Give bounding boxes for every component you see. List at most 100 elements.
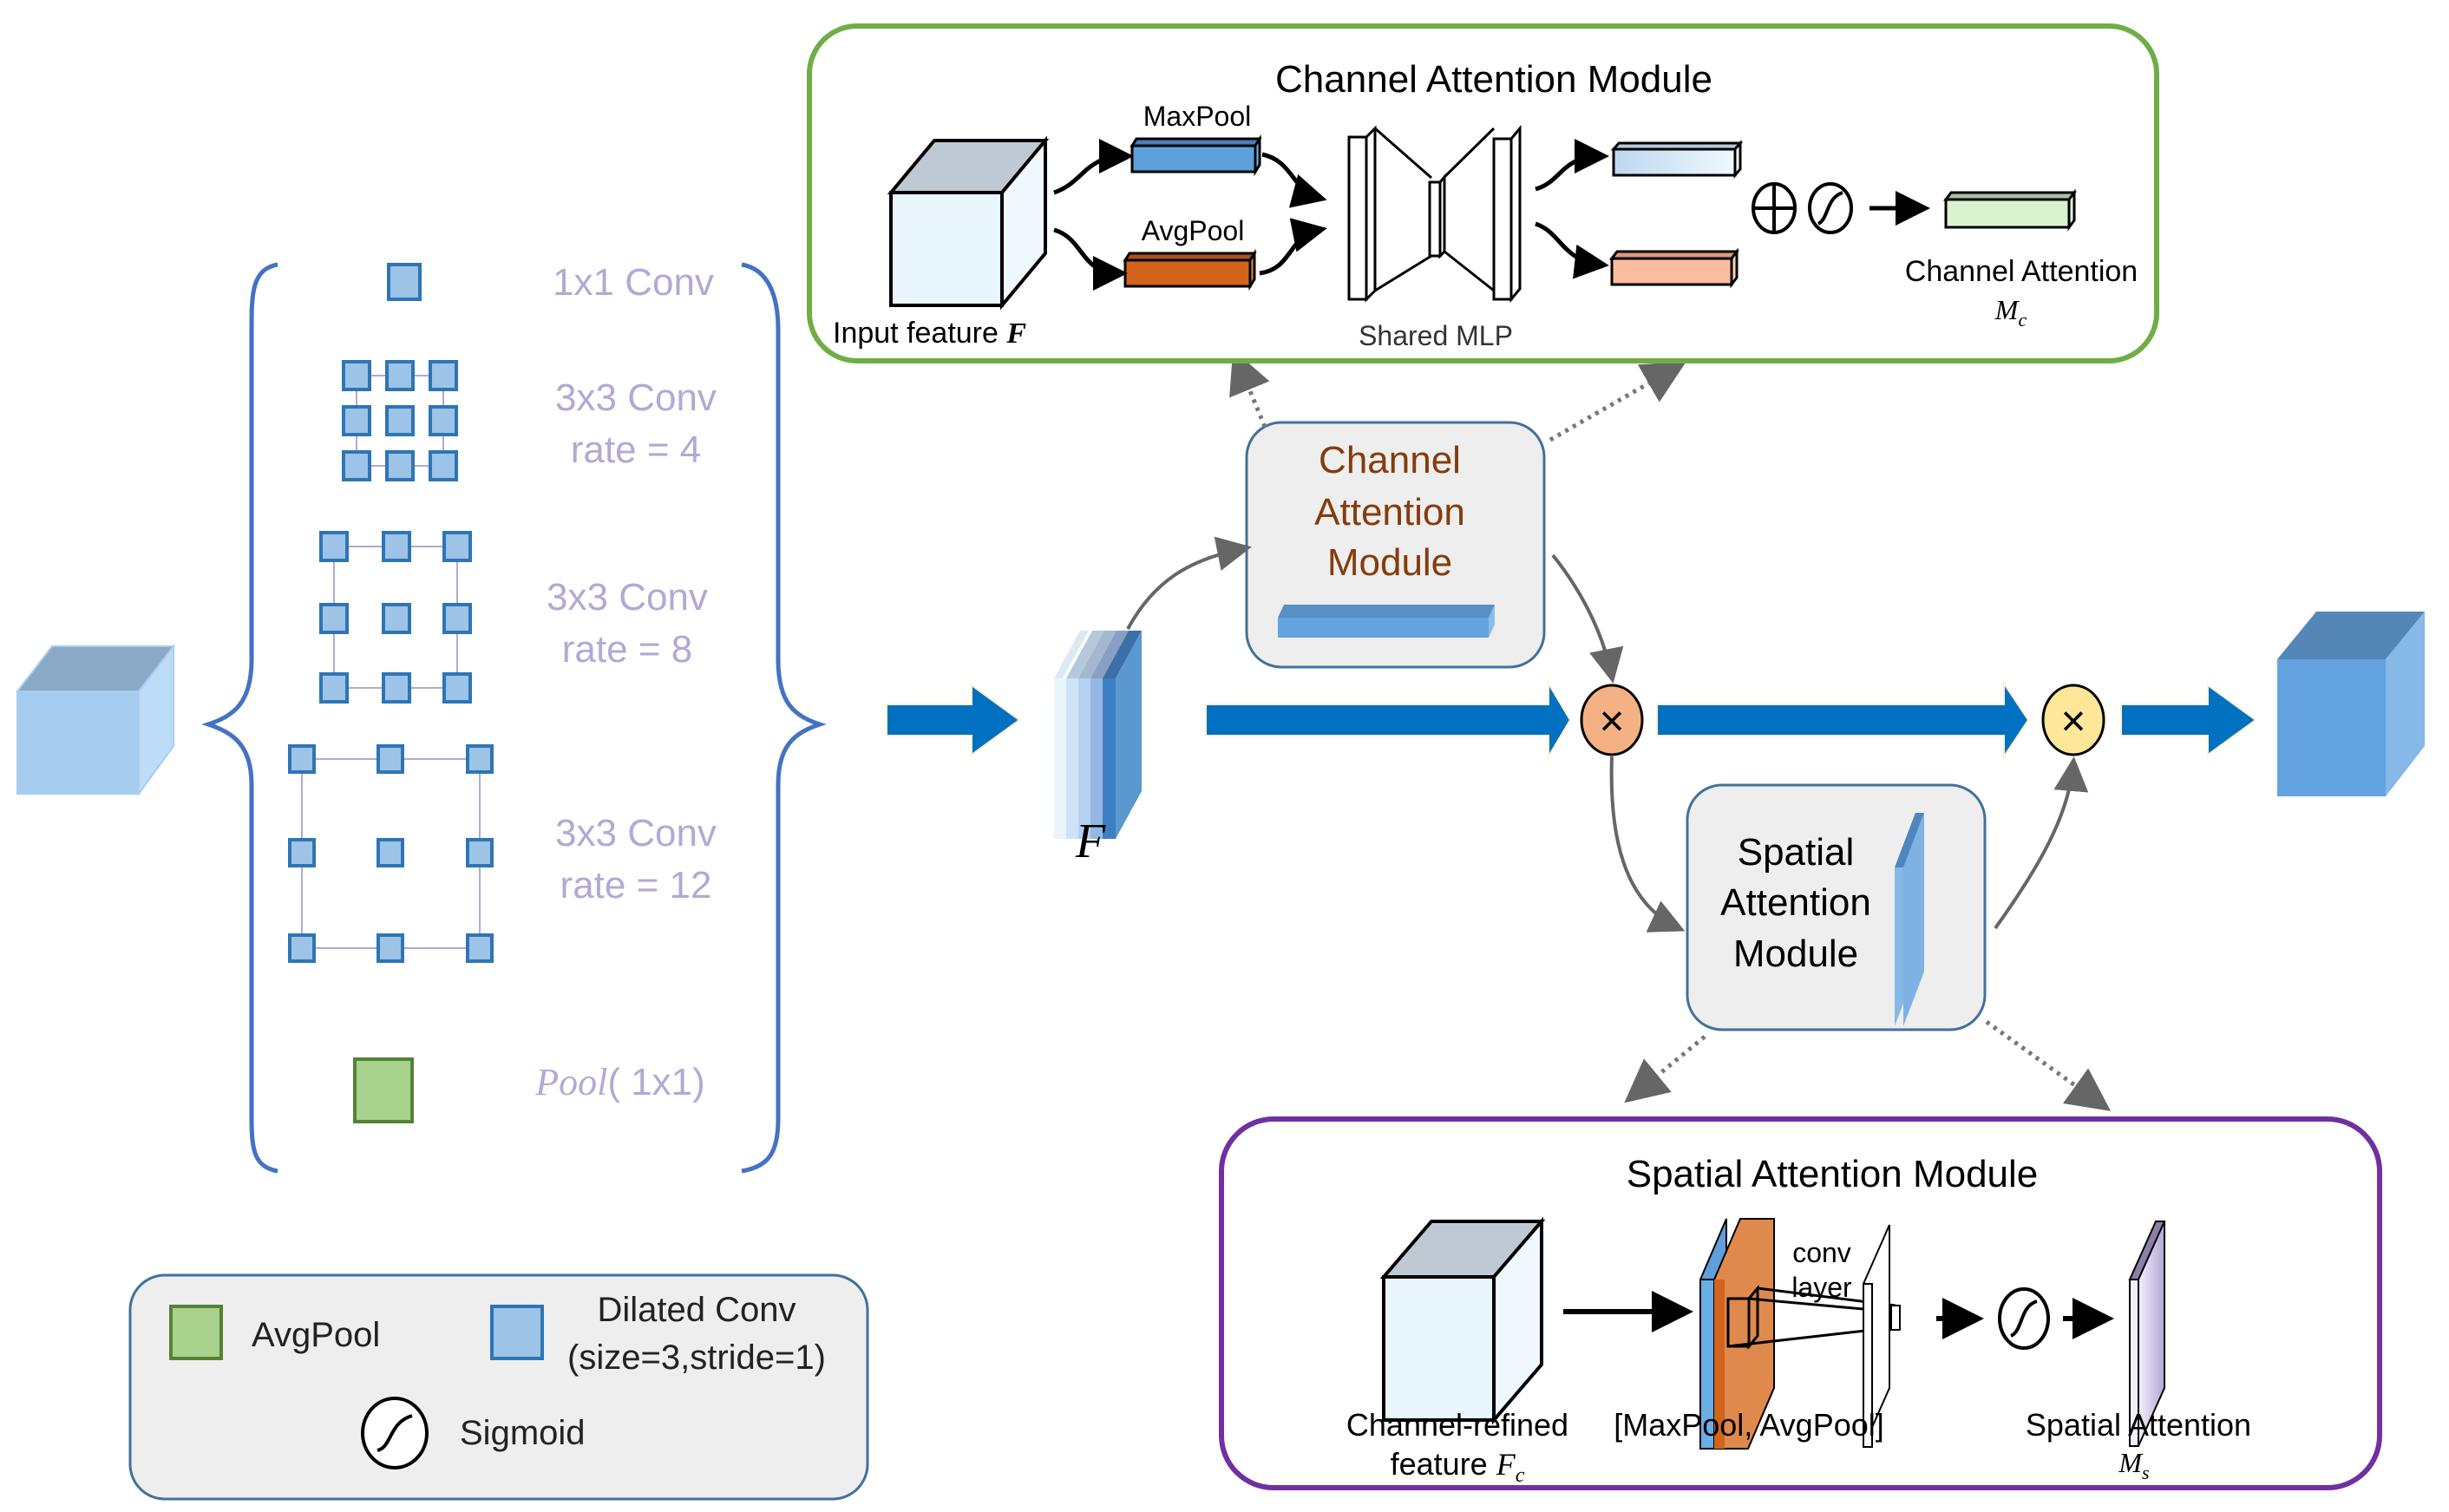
main-arrow-4 <box>2120 684 2257 756</box>
kernel-rate4-cell <box>342 405 371 436</box>
sam-block-plane-icon <box>1895 813 1924 1026</box>
kernel-rate12-cell <box>377 744 404 774</box>
branch-rate4-label: 3x3 Conv <box>555 376 717 419</box>
kernel-rate4-cell <box>342 450 371 481</box>
kernel-rate8-cell <box>319 603 349 634</box>
kernel-rate12-cell <box>288 933 316 963</box>
kernel-rate8-cell <box>442 603 472 634</box>
sam-block-label-3: Module <box>1733 933 1858 975</box>
kernel-rate4-cell <box>429 450 458 481</box>
kernel-rate8-cell <box>319 531 349 562</box>
sam-input-label-2: feature Fc <box>1391 1446 1525 1487</box>
channel-attention-label: Channel Attention <box>1905 255 2138 288</box>
sam-conv-label-1: conv <box>1792 1237 1851 1268</box>
kernel-rate4-cell <box>342 360 371 391</box>
sam-detail-panel: Spatial Attention Module Channel-refined… <box>1219 1116 2382 1490</box>
cam-maxpool-bar <box>1130 134 1262 177</box>
blue-square-icon <box>490 1305 544 1360</box>
output-cube <box>2277 612 2425 796</box>
main-arrow-1 <box>886 684 1021 756</box>
legend-avgpool-label: AvgPool <box>252 1316 380 1354</box>
legend-dilated-params: (size=3,stride=1) <box>567 1339 826 1377</box>
dotted-sam-left <box>1624 1035 1706 1103</box>
connector-mul1-to-sam <box>1609 756 1686 933</box>
channel-attention-bar <box>1943 188 2077 232</box>
kernel-rate12-cell <box>288 838 316 867</box>
sam-block-label-1: Spatial <box>1738 831 1855 874</box>
aspp-kernels <box>288 263 494 1123</box>
input-cube <box>15 644 176 797</box>
feature-stack <box>1054 631 1142 839</box>
cam-detail-panel: Channel Attention Module Input feature F… <box>807 23 2159 363</box>
sam-input-label-1: Channel-refined <box>1346 1407 1568 1443</box>
main-arrow-2 <box>1205 680 1572 760</box>
kernel-rate8-cell <box>382 603 411 634</box>
connector-cam-to-mul1 <box>1551 553 1624 684</box>
cam-block[interactable]: Channel Attention Module <box>1245 421 1546 669</box>
kernel-1x1-cell <box>387 263 422 301</box>
sam-block[interactable]: Spatial Attention Module <box>1686 783 1987 1031</box>
branch-rate8-rate: rate = 8 <box>562 628 692 671</box>
left-brace <box>201 262 278 1174</box>
branch-rate4-rate: rate = 4 <box>571 429 701 471</box>
dotted-sam-right <box>1985 1019 2112 1111</box>
kernel-rate8-cell <box>442 531 472 562</box>
cam-block-label-3: Module <box>1327 541 1452 584</box>
sam-detail-title: Spatial Attention Module <box>1627 1153 2039 1195</box>
multiply-node-1: × <box>1580 684 1644 756</box>
legend: AvgPool Dilated Conv (size=3,stride=1) S… <box>128 1273 869 1501</box>
kernel-rate4-cell <box>385 405 415 436</box>
cam-maxpool-label: MaxPool <box>1143 101 1252 132</box>
right-brace <box>741 262 827 1174</box>
kernel-rate12-cell <box>377 838 404 867</box>
cam-block-label-1: Channel <box>1319 439 1461 481</box>
svg-text:×: × <box>2060 697 2086 745</box>
connector-sam-to-mul2 <box>1994 756 2089 930</box>
cam-block-label-2: Attention <box>1314 491 1465 533</box>
cam-input-label: Input feature F <box>833 317 1026 350</box>
multiply-node-2: × <box>2041 684 2105 756</box>
cam-detail-title: Channel Attention Module <box>1275 58 1712 101</box>
branch-pool-label: Pool( 1x1) <box>534 1061 705 1103</box>
cam-input-cube <box>887 135 1050 311</box>
kernel-rate12-cell <box>466 744 494 774</box>
kernel-rate8-cell <box>319 672 349 704</box>
cam-block-bar-icon <box>1278 605 1495 638</box>
kernel-rate12-cell <box>466 838 494 867</box>
spatial-attention-label: Spatial Attention <box>2026 1407 2251 1443</box>
shared-mlp-label: Shared MLP <box>1359 320 1513 351</box>
kernel-rate4-cell <box>429 360 458 391</box>
cam-avgpool-label: AvgPool <box>1142 215 1245 246</box>
shared-mlp-icon <box>1347 124 1522 304</box>
branch-rate12-label: 3x3 Conv <box>555 812 717 854</box>
kernel-rate12-cell <box>466 933 494 963</box>
cam-avgpool-bar <box>1123 248 1257 291</box>
main-arrow-3 <box>1656 680 2030 760</box>
sam-pool-label: [MaxPool, AvgPool] <box>1614 1407 1884 1443</box>
sam-conv-label-2: layer <box>1791 1272 1852 1303</box>
branch-rate12-rate: rate = 12 <box>560 864 712 907</box>
legend-sigmoid-label: Sigmoid <box>460 1414 586 1452</box>
kernel-rate4-cell <box>429 405 458 436</box>
kernel-rate8-cell <box>442 672 472 704</box>
kernel-rate4-cell <box>385 360 415 391</box>
sigmoid-icon <box>361 1397 429 1469</box>
branch-1x1-label: 1x1 Conv <box>553 261 714 304</box>
svg-text:×: × <box>1599 697 1624 745</box>
sam-sigmoid-icon <box>1998 1287 2050 1350</box>
sam-input-cube <box>1379 1216 1546 1425</box>
branch-rate8-label: 3x3 Conv <box>547 576 708 619</box>
cam-sigmoid-icon <box>1808 182 1853 234</box>
kernel-rate12-cell <box>288 744 316 774</box>
green-square-icon <box>169 1305 223 1360</box>
kernel-rate8-cell <box>382 531 411 562</box>
sam-conv-output-plane <box>1863 1224 1901 1448</box>
kernel-rate12-cell <box>377 933 404 963</box>
dotted-cam-right <box>1549 362 1686 442</box>
plus-icon <box>1752 182 1797 234</box>
dotted-cam-left <box>1229 349 1270 428</box>
cam-mlp-out-bar-1 <box>1610 139 1744 180</box>
sam-block-label-2: Attention <box>1720 881 1871 924</box>
spatial-attention-symbol: Ms <box>2118 1447 2149 1483</box>
